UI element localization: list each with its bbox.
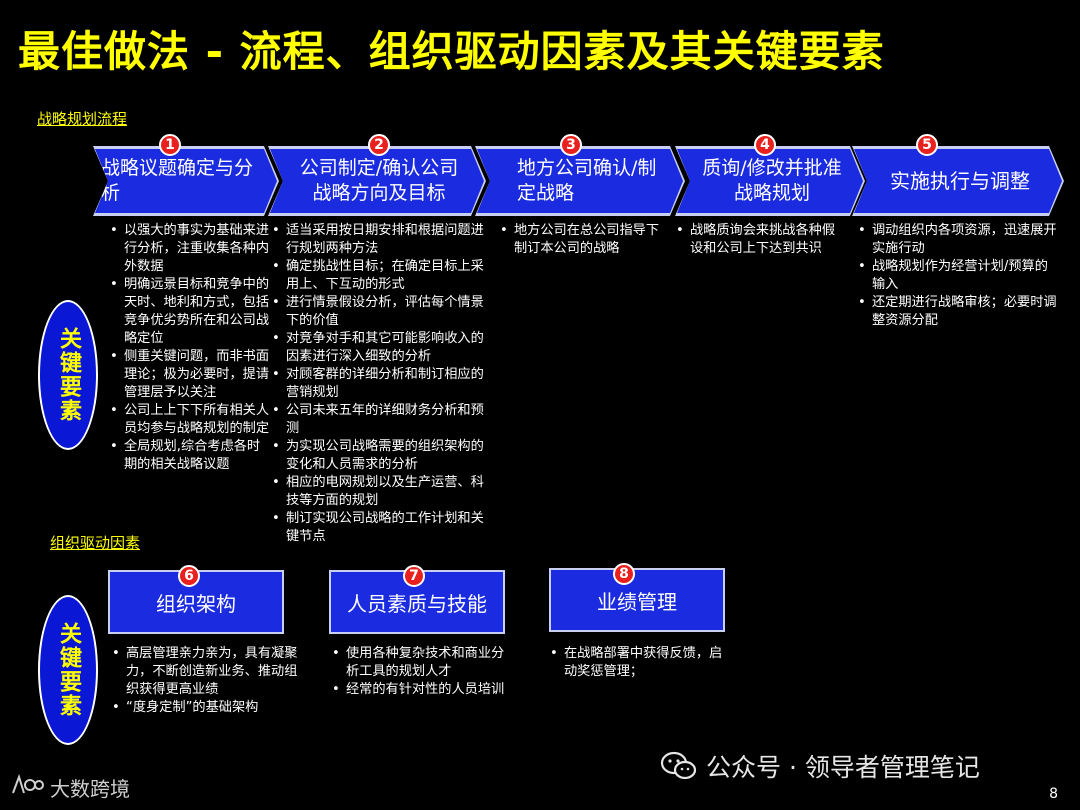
step-badge-7: 7: [403, 565, 425, 587]
org-driver-box-7: 人员素质与技能: [329, 570, 505, 634]
bullet-item: 高层管理亲力亲为，具有凝聚力，不断创造新业务、推动组织获得更高业绩: [112, 645, 302, 699]
org-driver-label-8: 业绩管理: [597, 589, 677, 614]
org-driver-label-7: 人员素质与技能: [347, 591, 487, 616]
step-badge-2: 2: [368, 134, 390, 156]
bullet-item: 战略质询会来挑战各种假设和公司上下达到共识: [676, 222, 848, 258]
step-badge-8: 8: [613, 563, 635, 585]
bullet-item: 使用各种复杂技术和商业分析工具的规划人才: [332, 645, 512, 681]
bullet-item: 在战略部署中获得反馈，启动奖惩管理；: [550, 645, 730, 681]
key-elements-oval-1: 关键要素: [38, 300, 98, 450]
bullet-item: 还定期进行战略审核；必要时调整资源分配: [858, 294, 1060, 330]
brand-logo-icon: [10, 773, 44, 802]
key-elements-oval-2: 关键要素: [38, 595, 98, 745]
bullet-item: 公司上上下下所有相关人员均参与战略规划的制定: [110, 402, 270, 438]
brand-text: 大数跨境: [50, 777, 130, 801]
brand-watermark: 大数跨境: [10, 773, 130, 802]
bullet-item: 地方公司在总公司指导下制订本公司的战略: [500, 222, 672, 258]
key-elements-label: 关键要素: [56, 327, 81, 423]
bullet-item: 为实现公司战略需要的组织架构的变化和人员需求的分析: [272, 438, 494, 474]
step-badge-5: 5: [916, 134, 938, 156]
bullet-item: 适当采用按日期安排和根据问题进行规划两种方法: [272, 222, 494, 258]
chevron-label-4: 质询/修改并批准战略规划: [702, 157, 842, 204]
process-bullets-2: 适当采用按日期安排和根据问题进行规划两种方法 确定挑战性目标；在确定目标上采用上…: [272, 222, 494, 546]
bullet-item: 调动组织内各项资源，迅速展开实施行动: [858, 222, 1060, 258]
bullet-item: 明确远景目标和竞争中的天时、地利和方式，包括竞争优劣势所在和公司战略定位: [110, 276, 270, 348]
step-badge-6: 6: [178, 565, 200, 587]
process-section-label: 战略规划流程: [37, 110, 128, 128]
org-bullets-6: 高层管理亲力亲为，具有凝聚力，不断创造新业务、推动组织获得更高业绩 “度身定制”…: [112, 645, 302, 717]
step-badge-1: 1: [159, 134, 181, 156]
bullet-item: 侧重关键问题，而非书面理论；极为必要时，提请管理层予以关注: [110, 348, 270, 402]
org-section-label: 组织驱动因素: [50, 534, 141, 552]
bullet-item: 对竞争对手和其它可能影响收入的因素进行深入细致的分析: [272, 330, 494, 366]
chevron-label-5: 实施执行与调整: [890, 168, 1030, 193]
wechat-watermark: 公众号 · 领导者管理笔记: [660, 748, 980, 784]
bullet-item: 对顾客群的详细分析和制订相应的营销规划: [272, 366, 494, 402]
process-bullets-4: 战略质询会来挑战各种假设和公司上下达到共识: [676, 222, 848, 258]
step-badge-4: 4: [754, 134, 776, 156]
bullet-item: 制订实现公司战略的工作计划和关键节点: [272, 510, 494, 546]
bullet-item: 战略规划作为经营计划/预算的输入: [858, 258, 1060, 294]
page-title: 最佳做法 - 流程、组织驱动因素及其关键要素: [18, 27, 885, 76]
bullet-item: 全局规划,综合考虑各时期的相关战略议题: [110, 438, 270, 474]
org-driver-label-6: 组织架构: [156, 591, 236, 616]
process-bullets-3: 地方公司在总公司指导下制订本公司的战略: [500, 222, 672, 258]
process-bullets-1: 以强大的事实为基础来进行分析，注重收集各种内外数据 明确远景目标和竞争中的天时、…: [110, 222, 270, 474]
chevron-label-2: 公司制定/确认公司战略方向及目标: [299, 157, 459, 204]
process-bullets-5: 调动组织内各项资源，迅速展开实施行动 战略规划作为经营计划/预算的输入 还定期进…: [858, 222, 1060, 330]
page-number: 8: [1049, 786, 1058, 802]
bullet-item: 进行情景假设分析，评估每个情景下的价值: [272, 294, 494, 330]
wechat-icon: [660, 751, 698, 781]
org-bullets-7: 使用各种复杂技术和商业分析工具的规划人才 经常的有针对性的人员培训: [332, 645, 512, 699]
bullet-item: 以强大的事实为基础来进行分析，注重收集各种内外数据: [110, 222, 270, 276]
org-bullets-8: 在战略部署中获得反馈，启动奖惩管理；: [550, 645, 730, 681]
step-badge-3: 3: [560, 134, 582, 156]
chevron-label-1: 战略议题确定与分析: [101, 157, 254, 204]
bullet-item: 经常的有针对性的人员培训: [332, 681, 512, 699]
bullet-item: 确定挑战性目标；在确定目标上采用上、下互动的形式: [272, 258, 494, 294]
bullet-item: 公司未来五年的详细财务分析和预测: [272, 402, 494, 438]
key-elements-label: 关键要素: [56, 622, 81, 718]
bullet-item: “度身定制”的基础架构: [112, 699, 302, 717]
watermark-text: 公众号 · 领导者管理笔记: [706, 753, 980, 782]
bullet-item: 相应的电网规划以及生产运营、科技等方面的规划: [272, 474, 494, 510]
org-driver-box-8: 业绩管理: [549, 568, 725, 632]
chevron-label-3: 地方公司确认/制定战略: [517, 157, 657, 204]
